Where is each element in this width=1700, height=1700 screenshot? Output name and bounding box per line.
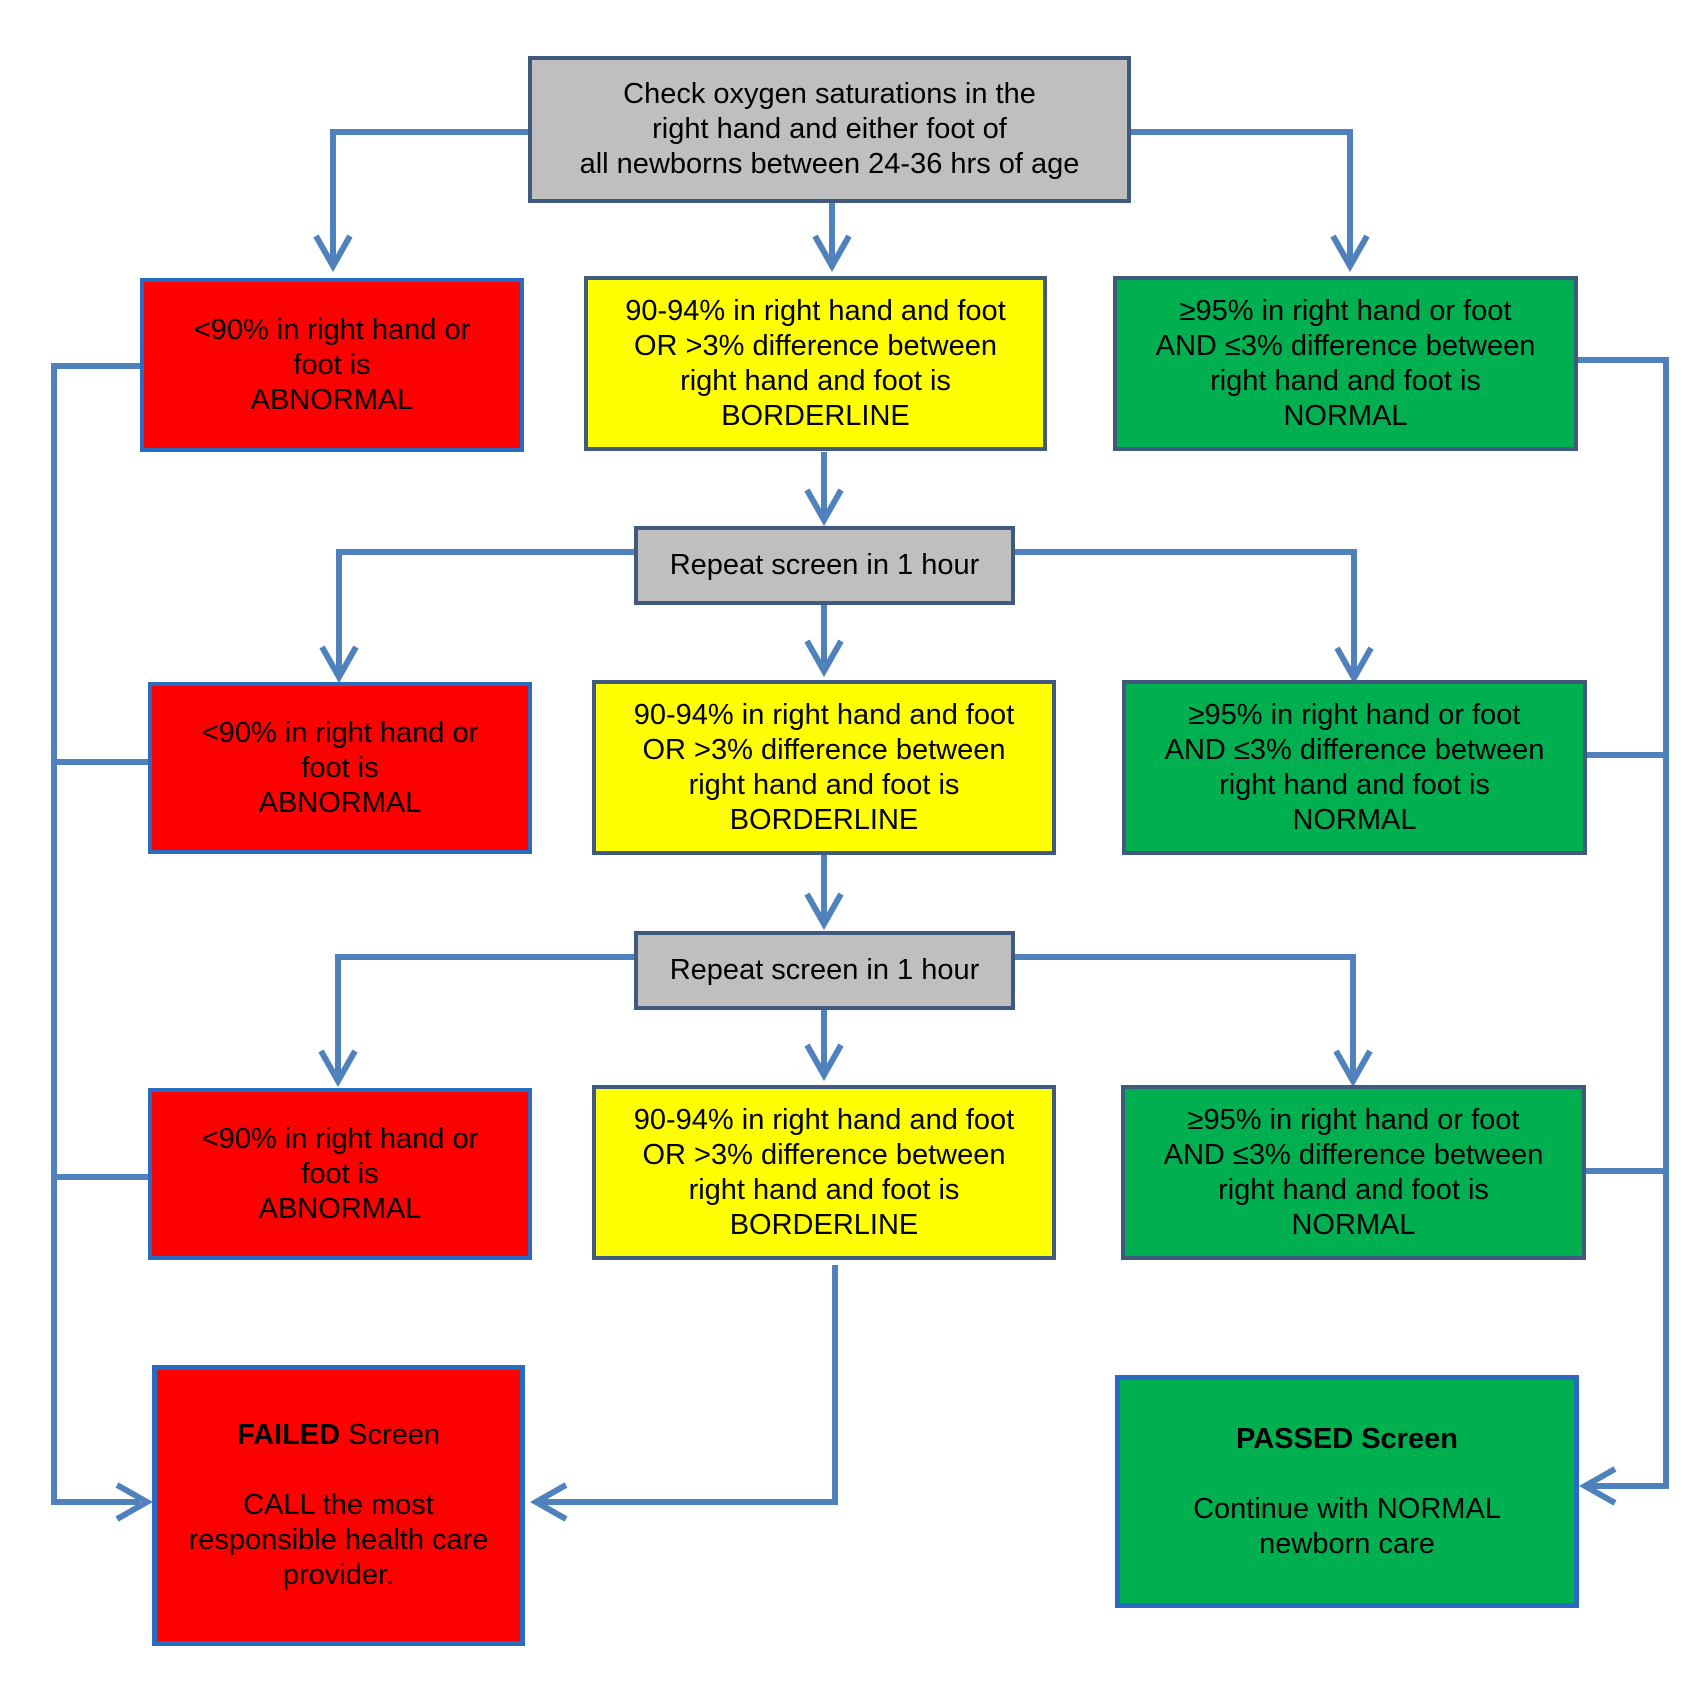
- repeat-screen-box-1: Repeat screen in 1 hour: [634, 526, 1015, 605]
- abnormal-3-line-2: foot is: [301, 1157, 379, 1190]
- arrowhead: [804, 1043, 844, 1082]
- normal-3-line-3: right hand and foot is: [1218, 1173, 1489, 1206]
- abnormal-3-line-1: <90% in right hand or: [201, 1122, 479, 1155]
- borderline-1-line-2: OR >3% difference between: [634, 329, 997, 362]
- borderline-2-line-2: OR >3% difference between: [642, 733, 1006, 766]
- normal-box-2: ≥95% in right hand or foot AND ≤3% diffe…: [1122, 680, 1587, 855]
- abnormal-2-line-3: ABNORMAL: [258, 786, 422, 819]
- arrowhead: [1578, 1466, 1617, 1506]
- arrowhead: [1330, 234, 1370, 273]
- start-line-2: right hand and either foot of: [652, 113, 1007, 145]
- connector-borderline-3-to-failed: [536, 1265, 838, 1505]
- arrowhead: [318, 1049, 358, 1088]
- arrowhead: [804, 639, 844, 678]
- failed-title-rest: Screen: [340, 1419, 441, 1451]
- abnormal-2-line-2: foot is: [301, 751, 379, 784]
- normal-2-line-1: ≥95% in right hand or foot: [1188, 698, 1521, 731]
- abnormal-2-line-1: <90% in right hand or: [201, 716, 479, 749]
- borderline-2-line-3: right hand and foot is: [688, 768, 960, 801]
- normal-2-line-4: NORMAL: [1292, 803, 1417, 836]
- arrowhead: [313, 234, 353, 273]
- arrowhead: [1334, 646, 1374, 685]
- connector-repeat-1-to-normal-2: [1015, 549, 1357, 674]
- abnormal-3-line-3: ABNORMAL: [258, 1192, 422, 1225]
- connector-repeat-2-to-abnormal-3: [335, 954, 634, 1077]
- arrowhead: [1333, 1049, 1373, 1088]
- connector-repeat-2-to-normal-3: [1015, 954, 1356, 1077]
- normal-box-1: ≥95% in right hand or foot AND ≤3% diffe…: [1113, 276, 1578, 451]
- normal-2-line-3: right hand and foot is: [1219, 768, 1490, 801]
- start-line-1: Check oxygen saturations in the: [623, 78, 1036, 110]
- failed-line-1: CALL the most: [243, 1489, 434, 1521]
- failed-title-bold: FAILED: [236, 1419, 341, 1451]
- normal-3-line-1: ≥95% in right hand or foot: [1187, 1103, 1520, 1136]
- normal-2-line-2: AND ≤3% difference between: [1164, 733, 1545, 766]
- borderline-2-line-1: 90-94% in right hand and foot: [633, 698, 1015, 731]
- failed-line-2: responsible health care: [188, 1524, 489, 1556]
- passed-line-1: Continue with NORMAL: [1193, 1492, 1501, 1525]
- abnormal-1-line-2: foot is: [293, 348, 371, 381]
- start-line-3: all newborns between 24-36 hrs of age: [579, 148, 1080, 180]
- failed-screen-box: FAILED Screen CALL the most responsible …: [152, 1365, 525, 1646]
- failed-title: FAILED Screen: [237, 1418, 440, 1453]
- repeat-screen-box-2: Repeat screen in 1 hour: [634, 931, 1015, 1010]
- arrowhead: [115, 1482, 154, 1522]
- normal-3-line-4: NORMAL: [1291, 1208, 1416, 1241]
- borderline-3-line-3: right hand and foot is: [688, 1173, 960, 1206]
- start-box: Check oxygen saturations in the right ha…: [528, 56, 1131, 203]
- failed-line-3: provider.: [282, 1559, 395, 1591]
- arrowhead: [812, 234, 852, 273]
- arrowhead: [804, 892, 844, 931]
- repeat-1-label: Repeat screen in 1 hour: [669, 549, 980, 581]
- connector-right-rail: [1578, 357, 1669, 1489]
- arrowhead: [804, 488, 844, 527]
- connector-start-to-abnormal-1: [330, 129, 528, 262]
- borderline-2-line-4: BORDERLINE: [729, 803, 919, 836]
- arrowhead: [319, 645, 359, 684]
- connector-left-rail: [51, 363, 140, 1505]
- normal-1-line-3: right hand and foot is: [1210, 364, 1481, 397]
- borderline-box-3: 90-94% in right hand and foot OR >3% dif…: [592, 1085, 1056, 1260]
- borderline-3-line-1: 90-94% in right hand and foot: [633, 1103, 1015, 1136]
- abnormal-box-1: <90% in right hand or foot is ABNORMAL: [140, 278, 524, 452]
- repeat-2-label: Repeat screen in 1 hour: [669, 954, 980, 986]
- borderline-3-line-4: BORDERLINE: [729, 1208, 919, 1241]
- borderline-box-2: 90-94% in right hand and foot OR >3% dif…: [592, 680, 1056, 855]
- connector-repeat-1-to-abnormal-2: [336, 549, 634, 673]
- abnormal-box-3: <90% in right hand or foot is ABNORMAL: [148, 1088, 532, 1260]
- borderline-1-line-1: 90-94% in right hand and foot: [625, 294, 1006, 327]
- normal-1-line-1: ≥95% in right hand or foot: [1179, 294, 1512, 327]
- normal-3-line-2: AND ≤3% difference between: [1163, 1138, 1544, 1171]
- borderline-1-line-3: right hand and foot is: [680, 364, 951, 397]
- passed-title: PASSED Screen: [1236, 1422, 1458, 1455]
- connector-start-to-normal-1: [1131, 129, 1353, 262]
- abnormal-box-2: <90% in right hand or foot is ABNORMAL: [148, 682, 532, 854]
- passed-line-2: newborn care: [1259, 1527, 1435, 1560]
- abnormal-1-line-3: ABNORMAL: [250, 383, 414, 416]
- borderline-1-line-4: BORDERLINE: [721, 399, 910, 432]
- arrowhead: [529, 1482, 568, 1522]
- abnormal-1-line-1: <90% in right hand or: [193, 313, 471, 346]
- borderline-3-line-2: OR >3% difference between: [642, 1138, 1006, 1171]
- normal-1-line-2: AND ≤3% difference between: [1155, 329, 1536, 362]
- normal-box-3: ≥95% in right hand or foot AND ≤3% diffe…: [1121, 1085, 1586, 1260]
- normal-1-line-4: NORMAL: [1283, 399, 1408, 432]
- passed-screen-box: PASSED Screen Continue with NORMAL newbo…: [1115, 1375, 1579, 1608]
- borderline-box-1: 90-94% in right hand and foot OR >3% dif…: [584, 276, 1047, 451]
